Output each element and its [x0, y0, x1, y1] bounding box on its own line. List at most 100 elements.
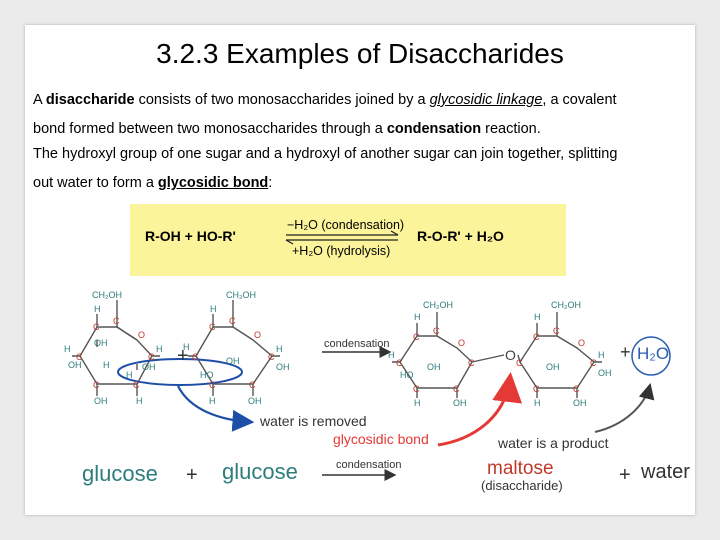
glycosidic-oxygen: O: [505, 347, 516, 363]
text-span: consists of two monosaccharides joined b…: [134, 92, 430, 108]
text-span: :: [268, 175, 273, 191]
label-oh: OH: [142, 362, 156, 372]
text-span: reaction.: [481, 121, 541, 137]
label-h: H: [210, 304, 217, 314]
label-ch2oh: CH₂OH: [551, 300, 581, 310]
label-c: C: [113, 316, 120, 326]
h2o-product: H₂O: [637, 344, 670, 363]
label-c: C: [516, 358, 523, 368]
paragraph-1-line-2: bond formed between two monosaccharides …: [33, 121, 541, 137]
label-c: C: [590, 358, 597, 368]
text-span: , a covalent: [542, 92, 617, 108]
label-oh: OH: [453, 398, 467, 408]
label-oh: OH: [276, 362, 290, 372]
paragraph-2-line-2: out water to form a glycosidic bond:: [33, 175, 272, 191]
label-c: C: [533, 384, 540, 394]
label-o: O: [578, 338, 585, 348]
term-glycosidic-linkage: glycosidic linkage: [429, 92, 543, 108]
term-condensation: condensation: [386, 121, 482, 137]
paragraph-1-line-1: A disaccharide consists of two monosacch…: [33, 92, 617, 108]
forward-arrowhead: [390, 230, 399, 236]
label-c: C: [209, 322, 216, 332]
label-o: O: [254, 330, 261, 340]
label-c: C: [413, 384, 420, 394]
label-oh: OH: [68, 360, 82, 370]
plus-sign-product: +: [620, 342, 631, 362]
label-h: H: [414, 398, 421, 408]
label-ho: HO: [200, 370, 214, 380]
label-c: C: [93, 380, 100, 390]
ring-atom-labels: CH₂OH C O C C C C C H H H OH OH OH OH H …: [64, 290, 612, 408]
label-c: C: [433, 326, 440, 336]
water-product-label: water is a product: [498, 435, 609, 451]
label-oh: OH: [94, 396, 108, 406]
equation-forward-label: −H₂O (condensation): [287, 218, 405, 232]
plus-sign-top: +: [177, 345, 189, 367]
plus-sign-water: +: [619, 464, 631, 486]
label-c: C: [93, 322, 100, 332]
label-c: C: [396, 358, 403, 368]
equation-reactants: R-OH + HO-R': [145, 228, 236, 244]
water-removed-label: water is removed: [260, 413, 367, 429]
label-h: H: [388, 350, 395, 360]
term-glycosidic-bond: glycosidic bond: [157, 175, 269, 191]
label-h: H: [103, 360, 110, 370]
label-c: C: [413, 332, 420, 342]
label-h: H: [598, 350, 605, 360]
label-c: C: [573, 384, 580, 394]
text-span: A: [33, 92, 46, 108]
label-oh: OH: [226, 356, 240, 366]
text-span: bond formed between two monosaccharides …: [33, 121, 387, 137]
disaccharide-label: (disaccharide): [481, 478, 563, 493]
label-h: H: [183, 342, 190, 352]
glycosidic-bond-arrow: [437, 372, 523, 447]
equation-products: R-O-R' + H₂O: [417, 228, 504, 244]
equation-reverse-label: +H₂O (hydrolysis): [292, 244, 391, 258]
label-c: C: [268, 352, 275, 362]
maltose-label: maltose: [487, 458, 554, 479]
equilibrium-arrows: [285, 230, 399, 245]
label-oh: OH: [427, 362, 441, 372]
label-h: H: [64, 344, 71, 354]
glucose-label-2: glucose: [222, 459, 298, 484]
label-o: O: [138, 330, 145, 340]
label-c: C: [249, 380, 256, 390]
label-c: C: [192, 352, 199, 362]
label-h: H: [156, 344, 163, 354]
label-c: C: [553, 326, 560, 336]
label-h: H: [276, 344, 283, 354]
page-title: 3.2.3 Examples of Disaccharides: [156, 38, 564, 69]
plus-sign-bottom: +: [186, 464, 198, 486]
label-c: C: [453, 384, 460, 394]
water-removed-arrow: [177, 385, 255, 432]
h2o-circle: [631, 336, 671, 376]
paragraph-2-line-1: The hydroxyl group of one sugar and a hy…: [33, 146, 618, 162]
label-oh: OH: [573, 398, 587, 408]
label-h: H: [94, 304, 101, 314]
label-h: H: [209, 396, 216, 406]
reverse-arrowhead: [285, 239, 294, 245]
label-ho: HO: [400, 370, 414, 380]
water-product-arrow: [594, 383, 655, 433]
ring-bonds: [72, 300, 602, 398]
label-oh: OH: [94, 338, 108, 348]
label-oh: OH: [248, 396, 262, 406]
label-ch2oh: CH₂OH: [226, 290, 256, 300]
term-disaccharide: disaccharide: [45, 92, 135, 108]
label-h: H: [534, 398, 541, 408]
label-c: C: [209, 380, 216, 390]
label-c: C: [229, 316, 236, 326]
condensation-bottom-label: condensation: [336, 459, 402, 471]
label-ch2oh: CH₂OH: [423, 300, 453, 310]
label-oh: OH: [598, 368, 612, 378]
condensation-label: condensation: [324, 338, 390, 350]
label-h: H: [414, 312, 421, 322]
label-c: C: [133, 380, 140, 390]
label-c: C: [468, 358, 475, 368]
text-span: out water to form a: [33, 175, 158, 191]
water-label: water: [641, 461, 690, 483]
label-o: O: [458, 338, 465, 348]
water-removed-ellipse: [117, 358, 243, 386]
label-c: C: [533, 332, 540, 342]
